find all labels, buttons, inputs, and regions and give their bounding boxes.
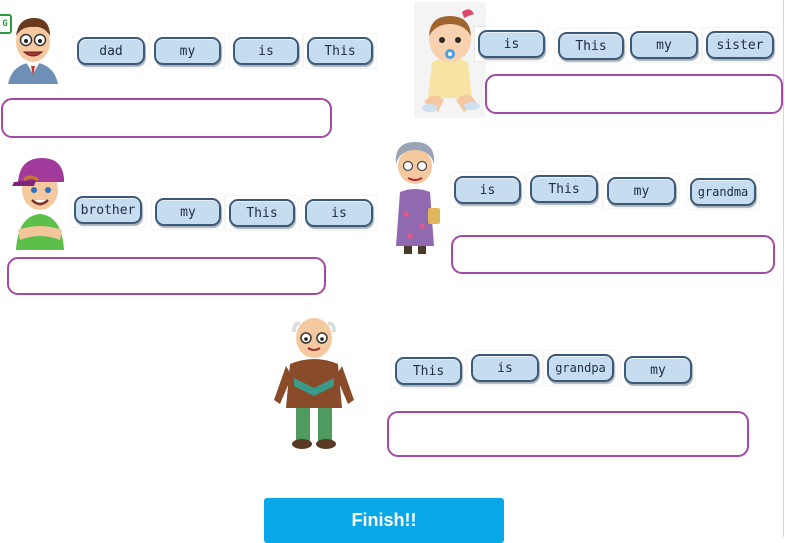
word-tile-label[interactable]: is <box>471 354 539 382</box>
word-card-dad[interactable]: dad <box>74 34 148 68</box>
word-card-this[interactable]: This <box>304 34 376 68</box>
answer-box-dad-row[interactable] <box>1 98 332 138</box>
page-divider-line <box>783 0 784 537</box>
word-tile-label[interactable]: This <box>307 37 373 65</box>
word-card-this[interactable]: This <box>226 196 298 230</box>
word-tile-label[interactable]: my <box>154 37 221 65</box>
word-tile-label[interactable]: This <box>229 199 295 227</box>
word-card-is[interactable]: is <box>302 196 376 230</box>
answer-box-grandma-row[interactable] <box>451 235 775 274</box>
grandma-icon <box>395 142 440 254</box>
word-tile-label[interactable]: sister <box>706 31 774 59</box>
word-card-grandma[interactable]: grandma <box>687 175 759 209</box>
word-card-is[interactable]: is <box>230 34 302 68</box>
word-card-grandpa[interactable]: grandpa <box>544 351 617 385</box>
word-card-is[interactable]: is <box>451 173 524 207</box>
word-tile-label[interactable]: my <box>630 31 698 59</box>
word-tile-label[interactable]: This <box>558 32 624 60</box>
word-tile-label[interactable]: my <box>607 177 676 205</box>
word-card-this[interactable]: This <box>392 354 465 388</box>
boy-with-cap-icon <box>12 158 64 250</box>
word-tile-label[interactable]: is <box>478 30 545 58</box>
finish-button[interactable]: Finish!! <box>264 498 504 543</box>
baby-girl-icon <box>414 2 486 118</box>
word-card-is[interactable]: is <box>468 351 542 385</box>
word-card-brother[interactable]: brother <box>71 193 145 227</box>
word-tile-label[interactable]: is <box>454 176 521 204</box>
answer-box-brother-row[interactable] <box>7 257 326 295</box>
answer-box-sister-row[interactable] <box>485 74 783 114</box>
word-card-my[interactable]: my <box>604 174 679 208</box>
word-tile-label[interactable]: my <box>624 356 692 384</box>
word-tile-label[interactable]: dad <box>77 37 145 65</box>
grandpa-icon <box>274 318 354 449</box>
word-card-this[interactable]: This <box>527 172 601 206</box>
word-tile-label[interactable]: is <box>305 199 373 227</box>
word-tile-label[interactable]: is <box>233 37 299 65</box>
app-badge-icon: G <box>0 14 12 34</box>
answer-box-grandpa-row[interactable] <box>387 411 749 457</box>
word-card-is[interactable]: is <box>475 27 548 61</box>
word-tile-label[interactable]: grandma <box>690 178 756 206</box>
word-card-my[interactable]: my <box>151 34 224 68</box>
word-tile-label[interactable]: my <box>155 198 221 226</box>
word-tile-label[interactable]: This <box>530 175 598 203</box>
word-card-my[interactable]: my <box>621 353 695 387</box>
word-card-my[interactable]: my <box>152 195 224 229</box>
word-card-this[interactable]: This <box>555 29 627 63</box>
word-tile-label[interactable]: This <box>395 357 462 385</box>
boy-with-glasses-icon <box>8 18 58 84</box>
word-tile-label[interactable]: brother <box>74 196 142 224</box>
word-card-sister[interactable]: sister <box>703 28 777 62</box>
word-tile-label[interactable]: grandpa <box>547 354 614 382</box>
word-card-my[interactable]: my <box>627 28 701 62</box>
